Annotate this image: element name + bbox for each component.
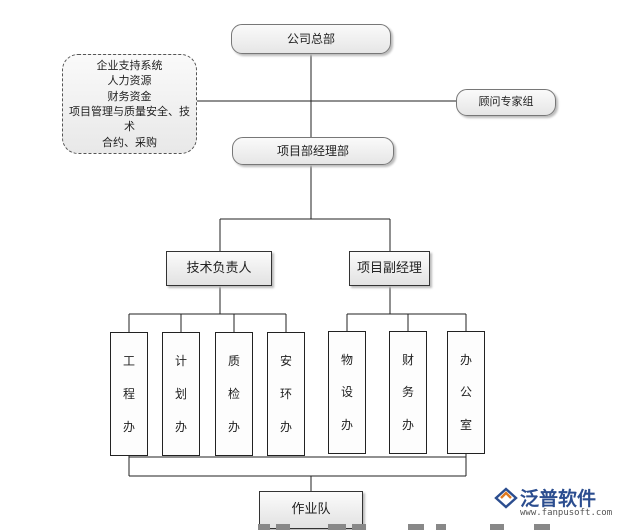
fanpu-logo-icon bbox=[494, 487, 518, 509]
office-planning: 计 划 办 bbox=[162, 332, 200, 456]
office-char: 安 bbox=[279, 354, 292, 369]
office-char: 办 bbox=[459, 353, 472, 368]
office-char: 计 bbox=[174, 354, 187, 369]
office-char: 划 bbox=[174, 386, 187, 401]
office-char: 检 bbox=[227, 386, 240, 401]
office-char: 质 bbox=[227, 354, 240, 369]
deputy-pm-node: 项目副经理 bbox=[349, 251, 430, 286]
office-engineering: 工 程 办 bbox=[110, 332, 148, 456]
office-char: 设 bbox=[340, 385, 353, 400]
office-materials: 物 设 办 bbox=[328, 331, 366, 454]
advisors-node: 顾问专家组 bbox=[456, 89, 556, 116]
support-line-1: 企业支持系统 bbox=[96, 58, 163, 72]
hq-label: 公司总部 bbox=[286, 31, 335, 46]
office-safety: 安 环 办 bbox=[267, 332, 305, 456]
office-char: 环 bbox=[279, 386, 292, 401]
tech-lead-label: 技术负责人 bbox=[186, 260, 252, 276]
office-char: 工 bbox=[122, 354, 135, 369]
cropped-text-strip bbox=[258, 524, 550, 530]
work-team-label: 作业队 bbox=[291, 502, 331, 518]
office-char: 办 bbox=[279, 419, 292, 434]
watermark-logo: 泛普软件 www.fanpusoft.com bbox=[494, 484, 620, 526]
work-team-node: 作业队 bbox=[259, 491, 363, 529]
office-char: 公 bbox=[459, 385, 472, 400]
hq-node: 公司总部 bbox=[231, 24, 391, 54]
office-char: 财 bbox=[401, 353, 414, 368]
tech-lead-node: 技术负责人 bbox=[166, 251, 272, 286]
support-line-4: 项目管理与质量安全、技术 bbox=[69, 105, 190, 134]
office-quality: 质 检 办 bbox=[215, 332, 253, 456]
support-line-2: 人力资源 bbox=[107, 74, 152, 88]
watermark-brand: 泛普软件 bbox=[520, 488, 597, 510]
advisors-label: 顾问专家组 bbox=[478, 95, 534, 109]
pm-dept-label: 项目部经理部 bbox=[276, 143, 349, 158]
office-char: 室 bbox=[459, 417, 472, 432]
office-char: 办 bbox=[401, 417, 414, 432]
office-char: 物 bbox=[340, 353, 353, 368]
deputy-pm-label: 项目副经理 bbox=[356, 260, 422, 276]
office-char: 办 bbox=[340, 417, 353, 432]
support-line-5: 合约、采购 bbox=[102, 135, 157, 149]
watermark-url: www.fanpusoft.com bbox=[520, 508, 613, 518]
support-system-node: 企业支持系统 人力资源 财务资金 项目管理与质量安全、技术 合约、采购 bbox=[62, 54, 197, 154]
office-admin: 办 公 室 bbox=[447, 331, 485, 454]
office-char: 程 bbox=[122, 386, 135, 401]
support-line-3: 财务资金 bbox=[107, 89, 152, 103]
office-char: 办 bbox=[227, 419, 240, 434]
office-finance: 财 务 办 bbox=[389, 331, 427, 454]
office-char: 办 bbox=[174, 419, 187, 434]
office-char: 务 bbox=[401, 385, 414, 400]
pm-dept-node: 项目部经理部 bbox=[232, 137, 394, 165]
office-char: 办 bbox=[122, 419, 135, 434]
